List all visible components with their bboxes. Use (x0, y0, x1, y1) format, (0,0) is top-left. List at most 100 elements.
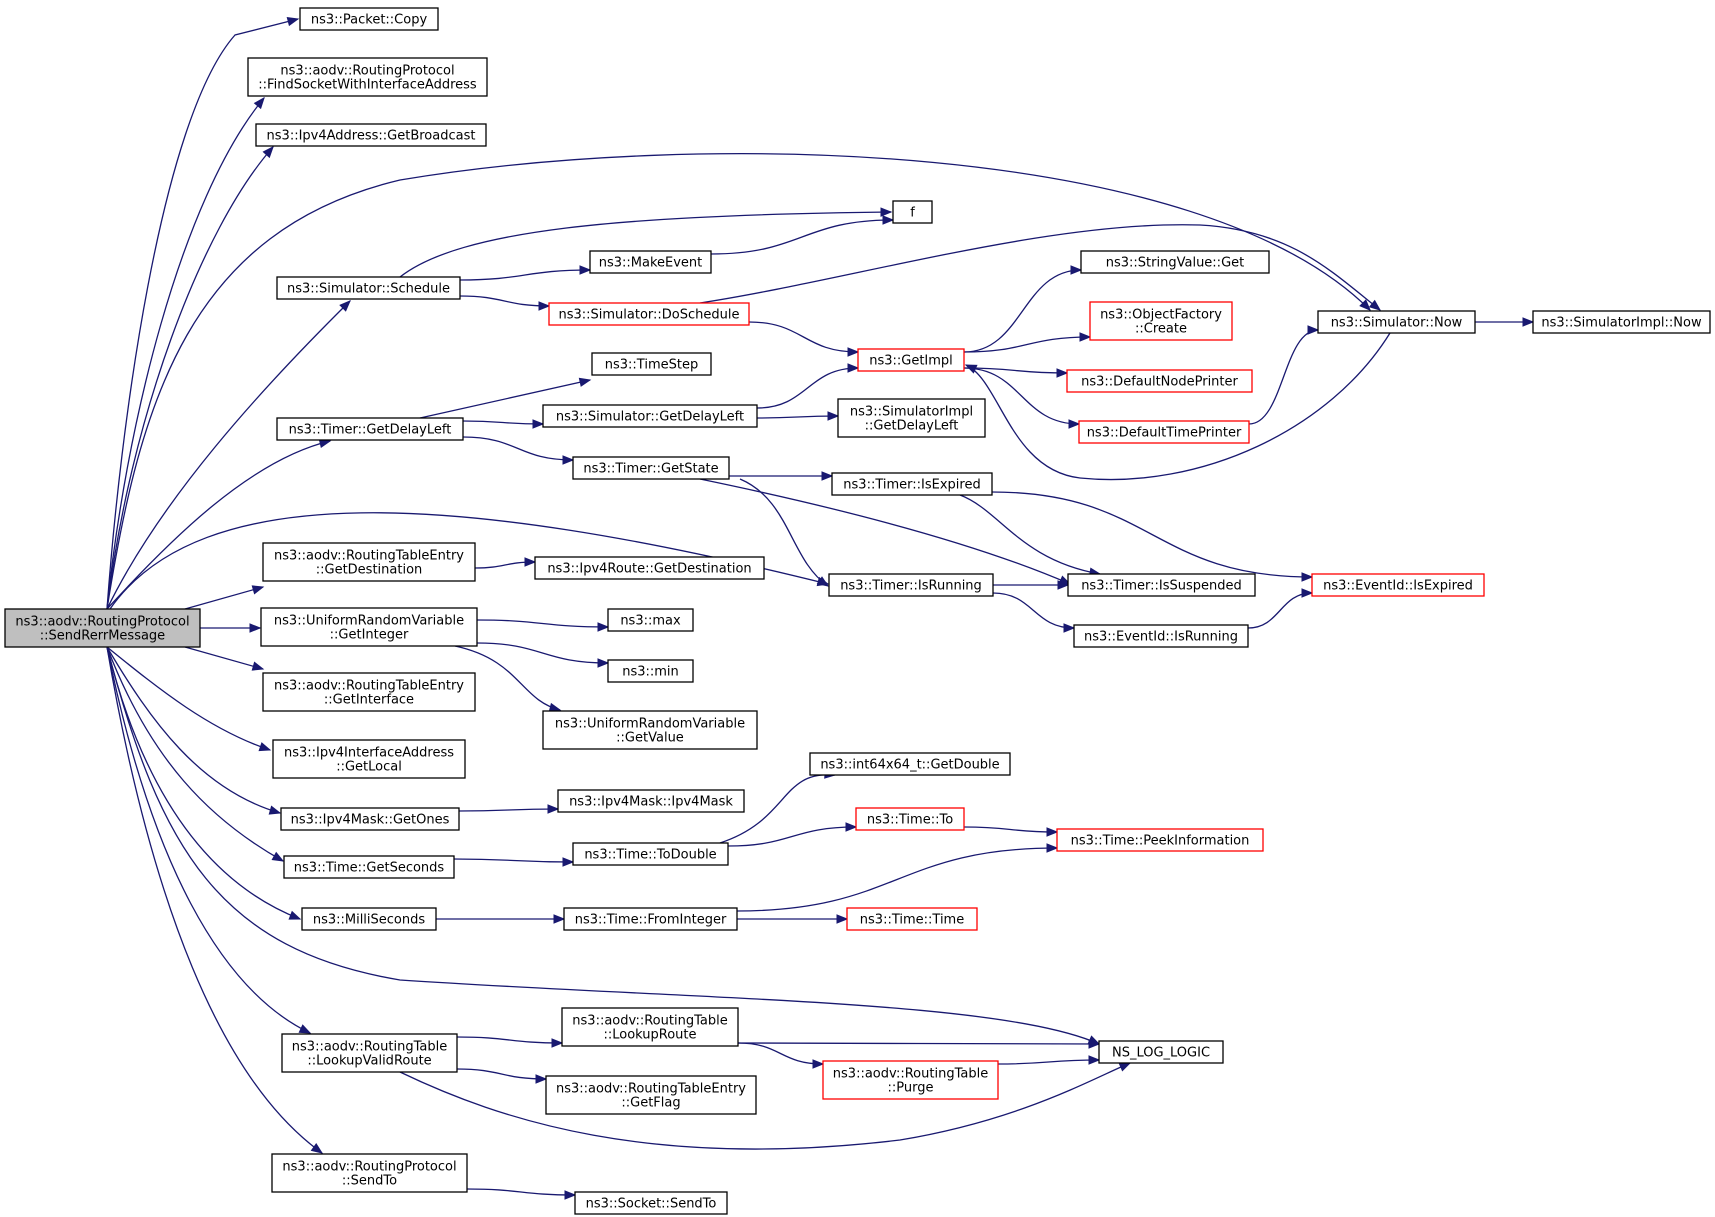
node-getflag[interactable]: ns3::aodv::RoutingTableEntry::GetFlag (545, 1075, 757, 1115)
node-issuspended[interactable]: ns3::Timer::IsSuspended (1067, 573, 1256, 597)
node-timestep[interactable]: ns3::TimeStep (591, 352, 712, 376)
edge-purge-to-nslog (997, 1055, 1101, 1065)
node-timetime[interactable]: ns3::Time::Time (846, 907, 978, 931)
node-todouble[interactable]: ns3::Time::ToDouble (572, 842, 729, 866)
node-nodeprinter[interactable]: ns3::DefaultNodePrinter (1066, 369, 1253, 393)
edge-todouble-to-timeto (727, 822, 858, 847)
node-label: ::GetInteger (330, 628, 409, 643)
node-label: ns3::Timer::IsExpired (843, 478, 980, 493)
node-ipv4routedest[interactable]: ns3::Ipv4Route::GetDestination (534, 556, 765, 580)
node-label: ns3::aodv::RoutingProtocol (282, 1160, 456, 1175)
node-ipv4mask[interactable]: ns3::Ipv4Mask::Ipv4Mask (557, 789, 745, 813)
edge-arrowhead (339, 300, 351, 312)
node-box (591, 352, 712, 376)
node-label: ns3::DefaultTimePrinter (1087, 426, 1242, 441)
edge-line (965, 332, 1391, 481)
node-timerdelay[interactable]: ns3::Timer::GetDelayLeft (276, 417, 464, 441)
edge-arrowhead (288, 910, 302, 920)
node-label: ::SendTo (342, 1174, 397, 1189)
node-objcreate[interactable]: ns3::ObjectFactory::Create (1089, 301, 1233, 341)
node-getimpl[interactable]: ns3::GetImpl (857, 348, 965, 372)
node-label: ns3::EventId::IsRunning (1084, 630, 1238, 645)
edge-rerr-to-rtedest (184, 585, 265, 610)
edge-getimpl-to-nodeprinter (963, 367, 1069, 378)
edge-isrunning-to-issuspended (993, 580, 1070, 590)
node-simdelay[interactable]: ns3::Simulator::GetDelayLeft (542, 404, 758, 428)
node-urvint[interactable]: ns3::UniformRandomVariable::GetInteger (260, 607, 478, 647)
node-isrunning[interactable]: ns3::Timer::IsRunning (828, 573, 994, 597)
node-box (607, 608, 694, 632)
edge-rerr-to-getones (106, 646, 282, 815)
node-box (4, 608, 201, 648)
edge-arrowhead (882, 215, 895, 225)
node-box (1311, 573, 1485, 597)
edge-arrowhead (553, 914, 566, 924)
edge-arrowhead (1359, 299, 1371, 311)
node-socksendto[interactable]: ns3::Socket::SendTo (574, 1191, 728, 1215)
node-label: ns3::Time::To (867, 813, 953, 828)
node-label: NS_LOG_LOGIC (1112, 1046, 1210, 1061)
edge-arrowhead (1046, 827, 1059, 837)
node-rerr[interactable]: ns3::aodv::RoutingProtocol::SendRerrMess… (4, 608, 201, 648)
node-lookuproute[interactable]: ns3::aodv::RoutingTable::LookupRoute (561, 1007, 739, 1047)
node-min[interactable]: ns3::min (607, 659, 694, 683)
node-box (607, 659, 694, 683)
node-nslog[interactable]: NS_LOG_LOGIC (1098, 1040, 1224, 1064)
node-impldelay[interactable]: ns3::SimulatorImpl::GetDelayLeft (837, 398, 986, 438)
node-stringget[interactable]: ns3::StringValue::Get (1080, 250, 1270, 274)
node-label: ::GetDelayLeft (865, 419, 959, 434)
node-lookupvalid[interactable]: ns3::aodv::RoutingTable::LookupValidRout… (281, 1033, 458, 1073)
node-purge[interactable]: ns3::aodv::RoutingTable::Purge (822, 1060, 999, 1100)
node-f[interactable]: f (892, 200, 933, 224)
node-label: ns3::aodv::RoutingTableEntry (274, 679, 464, 694)
node-urvval[interactable]: ns3::UniformRandomVariable::GetValue (542, 710, 758, 750)
node-schedule[interactable]: ns3::Simulator::Schedule (276, 276, 461, 300)
edge-arrowhead (597, 622, 610, 632)
node-doschedule[interactable]: ns3::Simulator::DoSchedule (548, 302, 750, 326)
edge-lookupvalid-to-lookuproute (456, 1036, 564, 1048)
node-getstate[interactable]: ns3::Timer::GetState (572, 456, 730, 480)
node-getones[interactable]: ns3::Ipv4Mask::GetOnes (280, 807, 460, 831)
node-frominteger[interactable]: ns3::Time::FromInteger (563, 907, 738, 931)
graph-nodes: ns3::aodv::RoutingProtocol::SendRerrMess… (4, 7, 1711, 1215)
node-ms[interactable]: ns3::MilliSeconds (301, 907, 437, 931)
node-label: ::GetLocal (336, 760, 402, 775)
node-evexpired[interactable]: ns3::EventId::IsExpired (1311, 573, 1485, 597)
node-max[interactable]: ns3::max (607, 608, 694, 632)
node-getseconds[interactable]: ns3::Time::GetSeconds (283, 855, 455, 879)
edge-line (963, 336, 1091, 353)
edge-arrowhead (1118, 1062, 1132, 1072)
node-findsock[interactable]: ns3::aodv::RoutingProtocol::FindSocketWi… (247, 57, 488, 97)
edge-arrowhead (816, 576, 830, 587)
node-pcopy[interactable]: ns3::Packet::Copy (299, 7, 439, 31)
edge-arrowhead (1056, 368, 1069, 378)
edge-timeprinter-to-simnow (1248, 325, 1320, 425)
edge-getstate-to-isrunning (739, 478, 830, 587)
node-simnow[interactable]: ns3::Simulator::Now (1317, 310, 1476, 334)
node-box (262, 542, 476, 582)
node-box (1078, 420, 1250, 444)
node-getdouble[interactable]: ns3::int64x64_t::GetDouble (809, 752, 1011, 776)
node-implnow[interactable]: ns3::SimulatorImpl::Now (1532, 310, 1711, 334)
edge-simdelay-to-impldelay (756, 411, 840, 421)
node-rtedest[interactable]: ns3::aodv::RoutingTableEntry::GetDestina… (262, 542, 476, 582)
node-isexpired[interactable]: ns3::Timer::IsExpired (831, 472, 993, 496)
node-getlocal[interactable]: ns3::Ipv4InterfaceAddress::GetLocal (272, 739, 466, 779)
node-getbcast[interactable]: ns3::Ipv4Address::GetBroadcast (255, 123, 487, 147)
node-peekinfo[interactable]: ns3::Time::PeekInformation (1056, 828, 1264, 852)
edge-frominteger-to-timetime (736, 914, 849, 924)
edge-line (419, 379, 591, 419)
edge-rerr-to-urvint (200, 623, 262, 633)
edge-arrowhead (1057, 580, 1070, 590)
edge-arrowhead (836, 914, 849, 924)
node-makeevent[interactable]: ns3::MakeEvent (589, 250, 712, 274)
node-evrunning[interactable]: ns3::EventId::IsRunning (1073, 624, 1249, 648)
node-label: ns3::GetImpl (869, 354, 953, 369)
node-timeto[interactable]: ns3::Time::To (855, 807, 965, 831)
node-sendto[interactable]: ns3::aodv::RoutingProtocol::SendTo (271, 1153, 468, 1193)
node-label: ns3::aodv::RoutingTableEntry (556, 1082, 746, 1097)
node-timeprinter[interactable]: ns3::DefaultTimePrinter (1078, 420, 1250, 444)
edge-arrowhead (532, 419, 545, 429)
node-rteiface[interactable]: ns3::aodv::RoutingTableEntry::GetInterfa… (262, 672, 476, 712)
